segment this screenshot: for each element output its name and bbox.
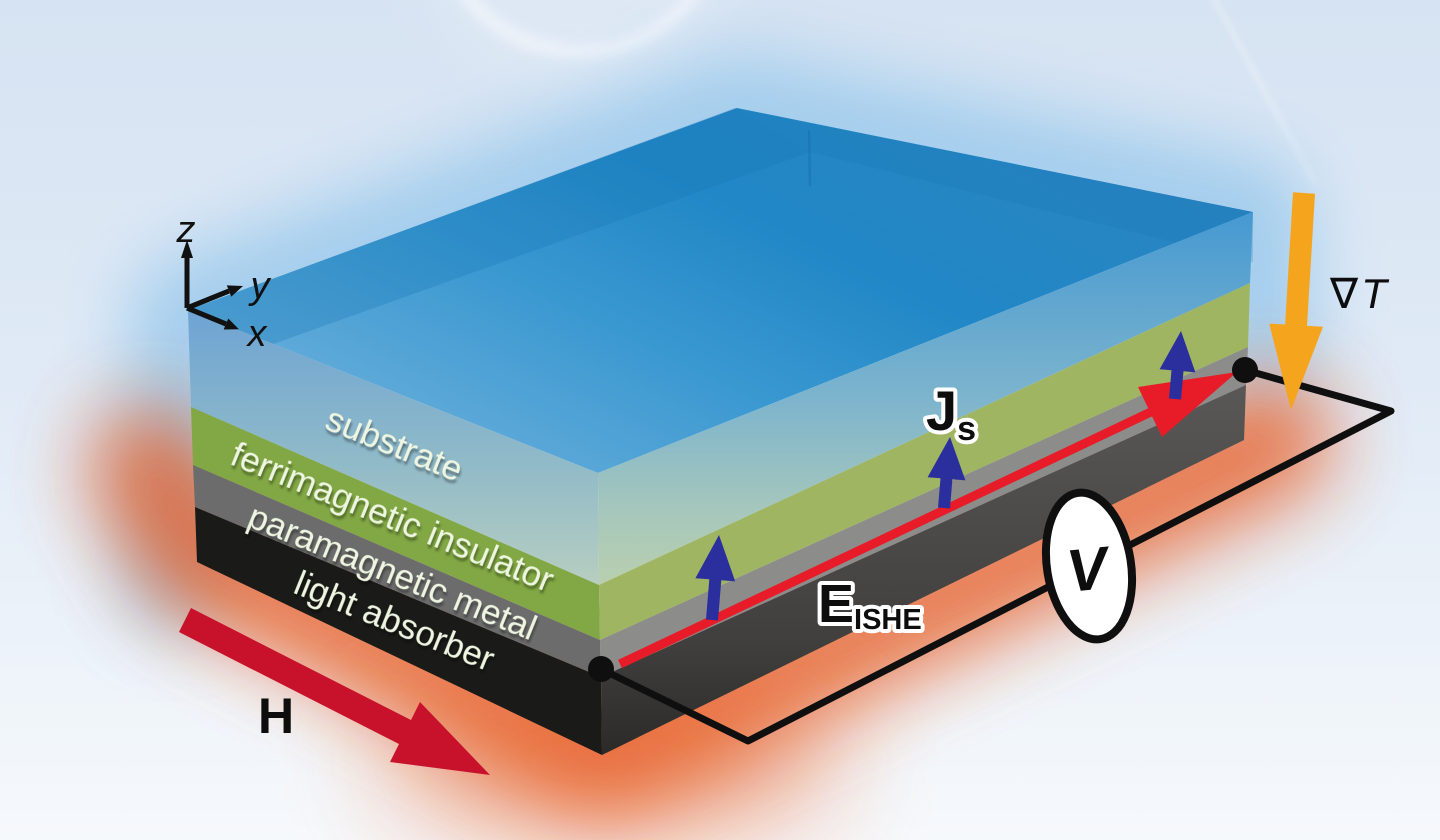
spin-current-arrow — [1159, 331, 1196, 400]
voltmeter-body — [1041, 488, 1137, 644]
substrate-right-face — [598, 212, 1253, 585]
label-spin-current: Js — [926, 379, 976, 448]
e-field-arrow-shaft — [618, 405, 1157, 669]
spin-current-arrow — [927, 437, 966, 509]
contact-dot-right — [1232, 357, 1258, 383]
sun-glow — [429, 0, 731, 85]
e-field-sub: ISHE — [854, 604, 922, 636]
axis-z-label: z — [176, 209, 196, 251]
temperature-var: T — [1361, 270, 1390, 317]
e-field-arrow-head — [1138, 372, 1237, 437]
substrate-left-face — [188, 310, 599, 585]
light-streak — [1211, 0, 1319, 187]
axis-x-arrowhead — [223, 318, 239, 330]
absorber-right-face — [601, 385, 1246, 755]
insulator-left-face — [191, 407, 600, 640]
label-e-field: EISHE — [818, 574, 922, 636]
axis-x-line — [186, 305, 227, 327]
e-field-main: E — [818, 574, 854, 634]
contact-dot-left — [588, 656, 614, 682]
coordinate-axes: z y x — [176, 209, 272, 355]
h-field-arrow — [179, 608, 490, 775]
substrate-inner-edge — [807, 129, 812, 187]
spin-current-arrow — [695, 535, 736, 621]
spin-current-main: J — [926, 379, 957, 442]
axis-x-label: x — [246, 313, 269, 355]
temperature-gradient-arrow — [1269, 192, 1323, 410]
h-field-label: H — [258, 688, 294, 744]
heat-glow-lower — [380, 680, 840, 840]
voltmeter: V — [1041, 488, 1137, 644]
axis-y-label: y — [248, 265, 272, 307]
substrate-inner-shade-left — [188, 108, 810, 348]
axis-y-arrowhead — [226, 285, 243, 297]
substrate-inner-shade-right — [735, 108, 1253, 262]
absorber-left-face — [195, 507, 602, 755]
device-slab — [188, 108, 1253, 755]
temperature-gradient-label: ∇T — [1329, 270, 1390, 317]
axis-z-arrowhead — [181, 240, 193, 258]
spin-current-sub: s — [957, 410, 976, 448]
substrate-top-face — [188, 108, 1253, 473]
insulator-right-face — [599, 283, 1250, 640]
sun-ring — [462, 0, 698, 58]
axis-y-line — [186, 288, 230, 311]
nabla-symbol: ∇ — [1329, 270, 1359, 317]
metal-left-face — [193, 465, 601, 677]
